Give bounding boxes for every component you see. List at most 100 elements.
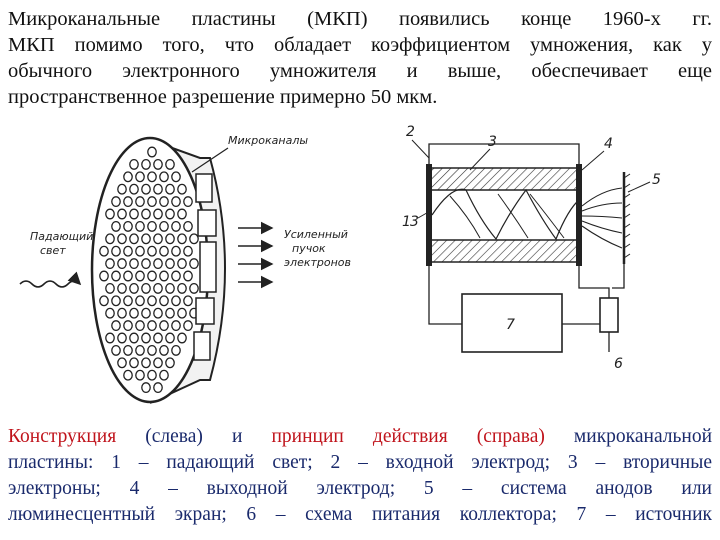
microchannel-hole	[99, 270, 109, 282]
figure-caption: Конструкция (слева) и принцип действия (…	[8, 424, 712, 528]
microchannel-hole	[159, 270, 169, 282]
microchannel-hole	[129, 158, 139, 170]
microchannel-hole	[153, 183, 163, 195]
microchannel-hole	[123, 245, 133, 257]
microchannel-hole	[159, 171, 169, 183]
microchannel-hole	[141, 332, 151, 344]
output-electron-arrows	[238, 221, 274, 289]
microchannel-hole	[177, 282, 187, 294]
microchannel-hole	[129, 233, 139, 245]
microchannel-hole	[141, 307, 151, 319]
microchannel-hole	[153, 332, 163, 344]
microchannel-hole	[123, 196, 133, 208]
microchannel-hole	[141, 382, 151, 394]
output-beam-label: пучок	[292, 242, 326, 255]
microchannel-hole	[123, 320, 133, 332]
microchannel-hole	[123, 270, 133, 282]
source-box-7	[461, 293, 563, 353]
intro-line: Микроканальные пластины (МКП) появились …	[8, 8, 712, 30]
microchannel-hole	[123, 369, 133, 381]
microchannel-hole	[183, 245, 193, 257]
microchannel-hole	[123, 344, 133, 356]
microchannel-hole	[141, 183, 151, 195]
microchannel-hole	[129, 258, 139, 270]
microchannel-hole	[183, 220, 193, 232]
microchannel-hole	[111, 295, 121, 307]
microchannel-hole	[105, 282, 115, 294]
mcp-principle-schematic	[426, 143, 631, 353]
microchannel-hole	[177, 183, 187, 195]
microchannel-hole	[183, 320, 193, 332]
microchannel-hole	[189, 233, 199, 245]
microchannels-leader	[191, 147, 229, 173]
incident-light-label: Падающий	[30, 230, 93, 243]
microchannel-hole	[111, 270, 121, 282]
microchannel-hole	[147, 369, 157, 381]
label-3-left: 3	[410, 214, 419, 230]
microchannel-hole	[99, 245, 109, 257]
microchannel-hole	[117, 357, 127, 369]
microchannel-hole	[171, 270, 181, 282]
microchannel-hole	[159, 295, 169, 307]
label-1: 1	[402, 214, 411, 230]
microchannel-hole	[165, 332, 175, 344]
microchannel-hole	[117, 332, 127, 344]
caption-and: и	[231, 426, 243, 447]
microchannel-hole	[147, 344, 157, 356]
microchannel-hole	[135, 196, 145, 208]
microchannel-hole	[99, 295, 109, 307]
microchannel-hole	[105, 208, 115, 220]
label-3-top: 3	[488, 134, 497, 150]
caption-principle: принцип действия	[271, 426, 448, 447]
label-4: 4	[604, 136, 613, 152]
microchannel-hole	[129, 307, 139, 319]
output-beam-label: Усиленный	[284, 228, 348, 241]
microchannel-hole	[171, 320, 181, 332]
microchannel-hole	[177, 258, 187, 270]
microchannel-hole	[105, 307, 115, 319]
microchannel-hole	[153, 357, 163, 369]
microchannel-hole	[153, 158, 163, 170]
microchannel-hole	[189, 282, 199, 294]
microchannel-hole	[165, 357, 175, 369]
intro-line: пространственное разрешение примерно 50 …	[8, 86, 438, 108]
microchannel-hole	[117, 208, 127, 220]
label-6: 6	[614, 356, 623, 372]
microchannel-hole	[165, 307, 175, 319]
microchannel-hole	[117, 282, 127, 294]
microchannel-hole	[153, 382, 163, 394]
microchannel-hole	[129, 357, 139, 369]
microchannel-hole	[129, 183, 139, 195]
microchannel-hole	[105, 258, 115, 270]
microchannel-hole	[171, 295, 181, 307]
microchannel-hole	[165, 208, 175, 220]
microchannel-hole	[171, 344, 181, 356]
microchannel-hole	[135, 171, 145, 183]
microchannel-hole	[153, 307, 163, 319]
microchannel-hole	[135, 369, 145, 381]
microchannel-hole	[177, 332, 187, 344]
caption-line: Конструкция (слева) и принцип действия (…	[8, 424, 712, 450]
microchannel-hole	[111, 344, 121, 356]
microchannel-hole	[171, 196, 181, 208]
microchannel-hole	[117, 258, 127, 270]
microchannel-hole	[123, 295, 133, 307]
microchannel-hole	[183, 196, 193, 208]
microchannels-label: Микроканалы	[228, 134, 308, 147]
microchannel-hole	[177, 208, 187, 220]
microchannel-hole	[159, 369, 169, 381]
microchannel-hole	[153, 282, 163, 294]
incident-light-label: свет	[40, 244, 66, 257]
microchannel-hole	[147, 171, 157, 183]
label-7: 7	[506, 317, 515, 333]
microchannel-hole	[165, 258, 175, 270]
microchannel-hole	[165, 233, 175, 245]
microchannel-hole	[153, 208, 163, 220]
microchannel-hole	[171, 245, 181, 257]
microchannel-hole	[147, 196, 157, 208]
caption-line: люминесцентный экран; 6 – схема питания …	[8, 504, 712, 525]
microchannel-hole	[135, 220, 145, 232]
microchannel-hole	[159, 220, 169, 232]
microchannel-hole	[147, 320, 157, 332]
microchannel-hole	[177, 233, 187, 245]
